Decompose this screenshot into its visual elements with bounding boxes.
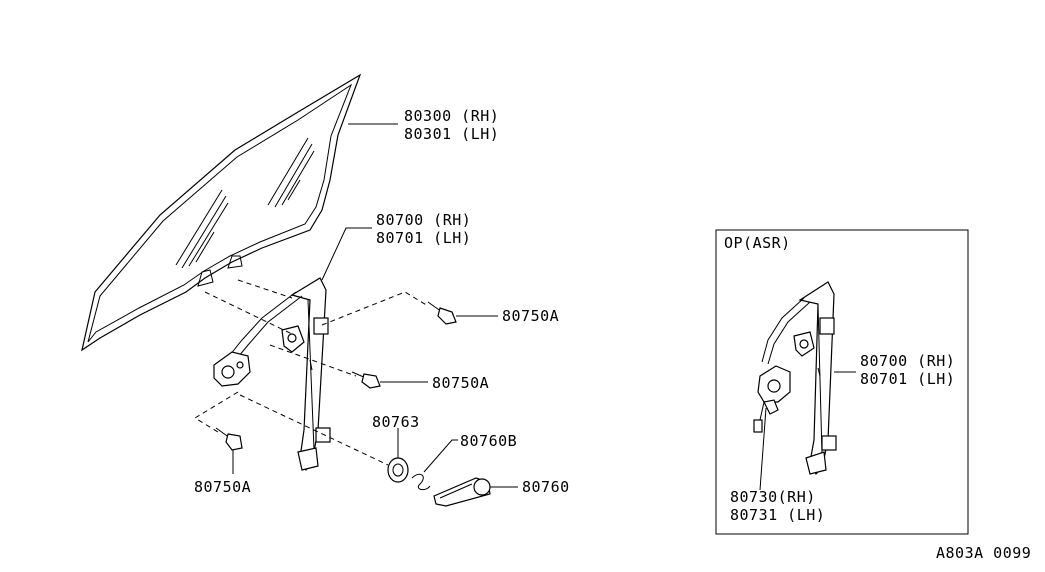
label-regulator-rh: 80700 (RH)	[376, 211, 471, 229]
clip-part	[411, 473, 431, 491]
window-regulator	[213, 277, 331, 472]
label-bolt-upper: 80750A	[502, 307, 559, 325]
bolt-lower	[215, 427, 243, 451]
bolt-middle	[351, 371, 381, 389]
inset-title: OP(ASR)	[724, 234, 791, 252]
label-glass-rh: 80300 (RH)	[404, 107, 499, 125]
inset-label-motor-rh: 80730(RH)	[730, 488, 816, 506]
inset-label-regulator-lh: 80701 (LH)	[860, 370, 955, 388]
bolt-upper	[427, 301, 457, 325]
inset-panel: OP(ASR) 80700 (RH) 80701 (LH) 80730(RH) …	[715, 229, 969, 535]
label-bolt-lower: 80750A	[194, 478, 251, 496]
washer-part	[387, 457, 409, 483]
label-bolt-middle: 80750A	[432, 374, 489, 392]
window-handle	[433, 477, 491, 507]
label-glass-lh: 80301 (LH)	[404, 125, 499, 143]
inset-label-motor-lh: 80731 (LH)	[730, 506, 825, 524]
inset-power-regulator	[753, 281, 837, 476]
label-washer: 80763	[372, 413, 420, 431]
label-regulator-lh: 80701 (LH)	[376, 229, 471, 247]
label-handle: 80760	[522, 478, 570, 496]
leader-lines	[232, 123, 518, 488]
inset-label-regulator-rh: 80700 (RH)	[860, 352, 955, 370]
door-glass	[81, 73, 362, 352]
diagram-code: A803A 0099	[936, 544, 1031, 562]
assembly-dashed-lines	[194, 279, 429, 466]
label-clip: 80760B	[460, 432, 517, 450]
